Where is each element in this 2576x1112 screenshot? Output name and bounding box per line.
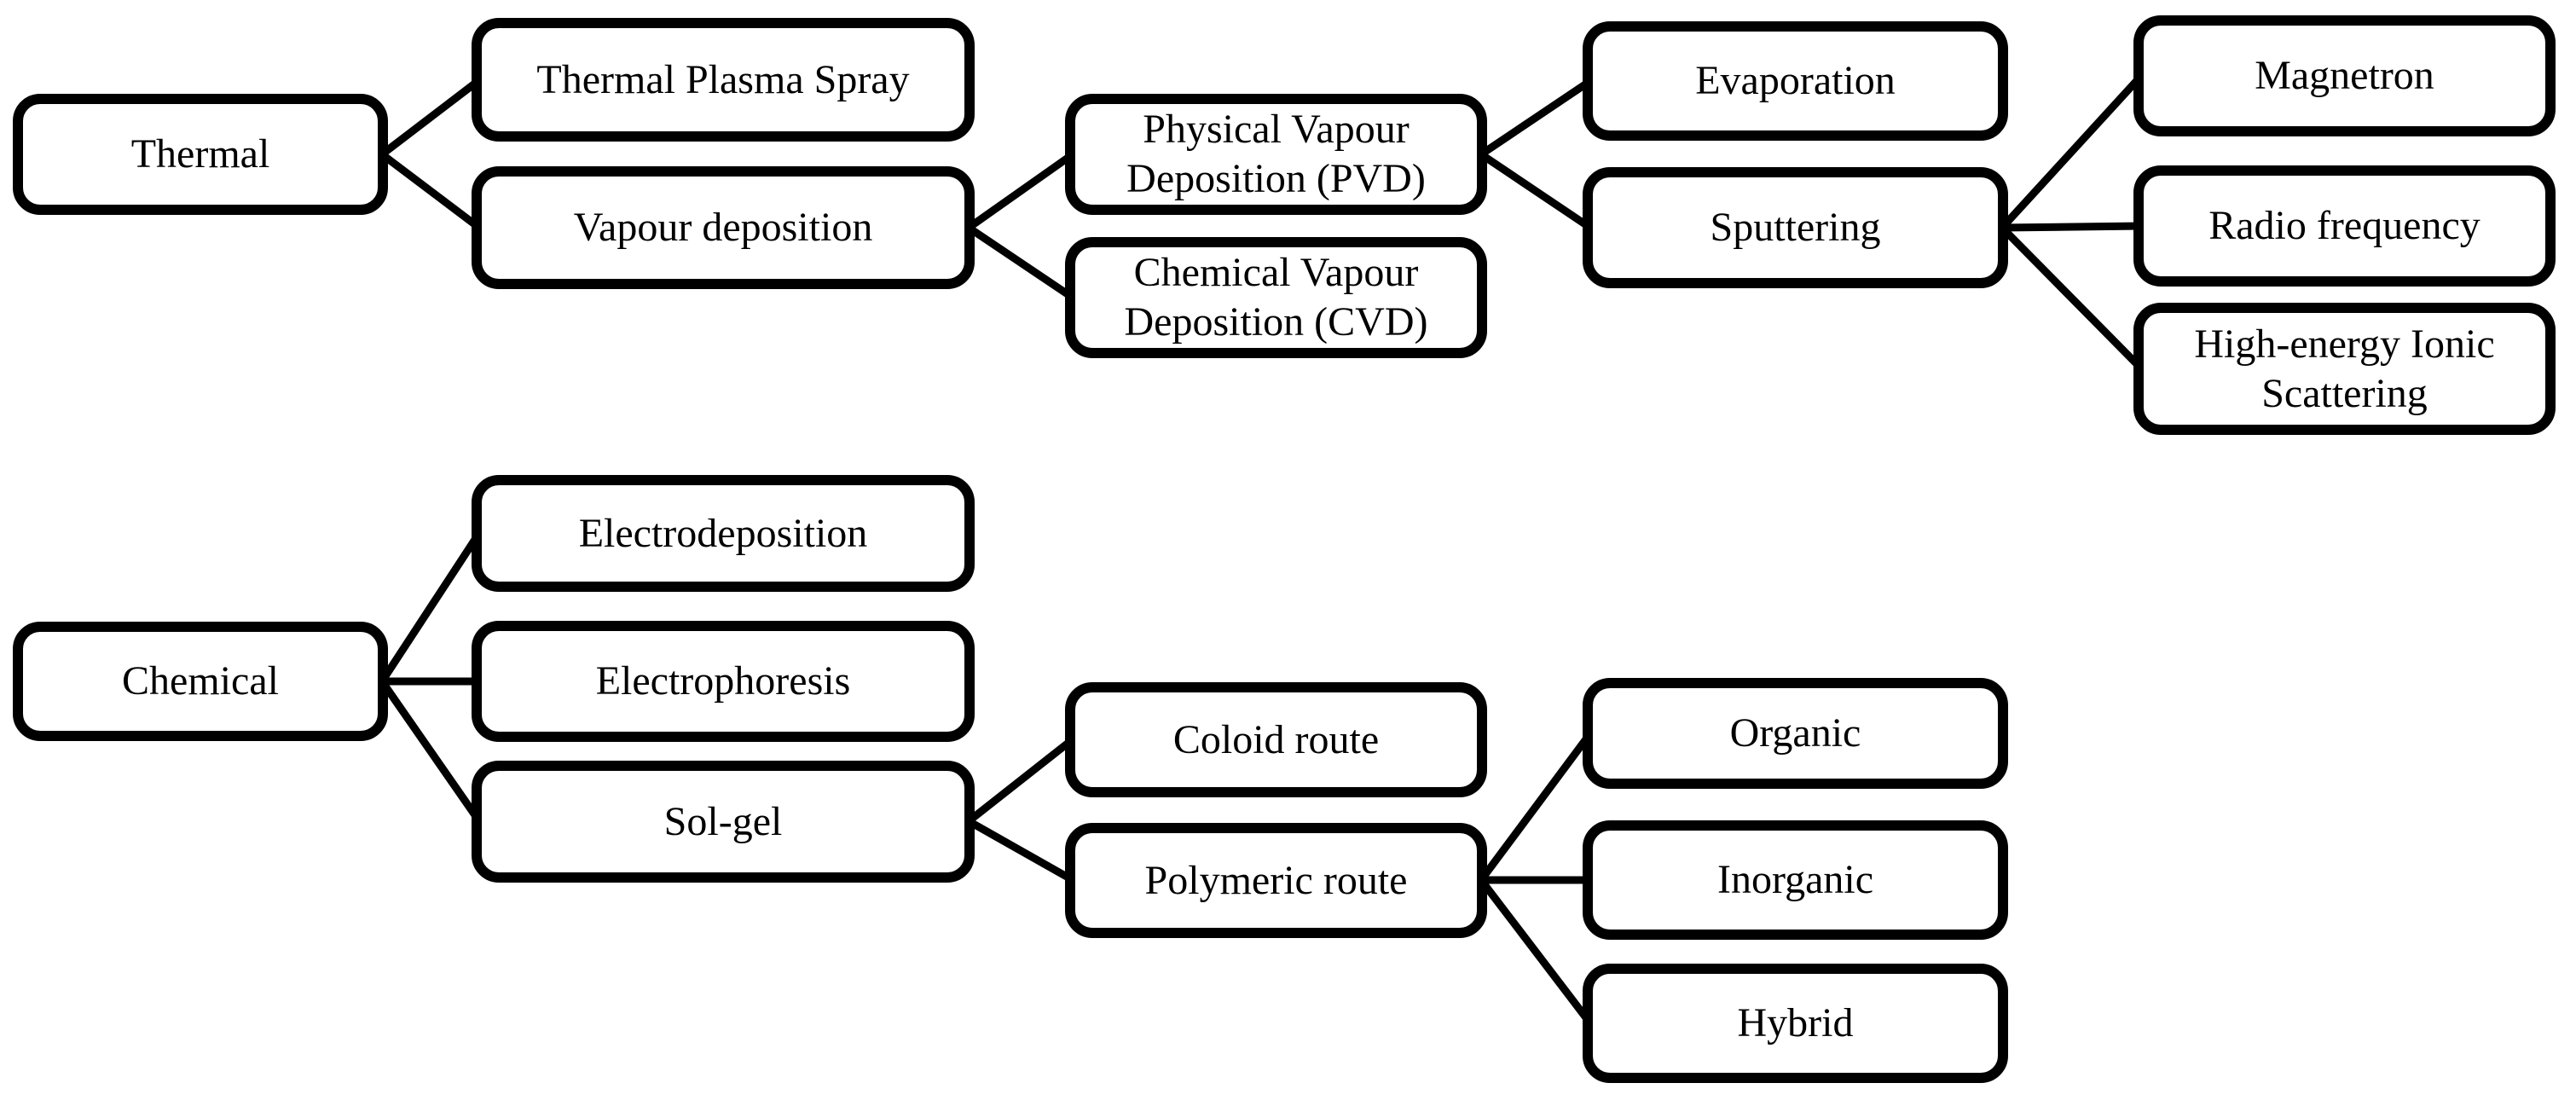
node-hybrid-label: Hybrid (1737, 1000, 1854, 1046)
node-electrodeposition-label: Electrodeposition (578, 510, 868, 556)
connector-polymeric-route-to-hybrid (1478, 877, 1594, 1026)
connector-thermal-to-vapour-deposition (379, 151, 482, 231)
node-electrophoresis-label: Electrophoresis (595, 658, 851, 704)
node-sol-gel: Sol-gel (472, 761, 975, 883)
node-magnetron-label: Magnetron (2255, 53, 2434, 99)
connector-sol-gel-to-polymeric-route (966, 818, 1075, 883)
connector-polymeric-route-to-organic (1478, 731, 1594, 883)
connector-sputtering-to-radio-frequency (2001, 222, 2142, 232)
node-hybrid: Hybrid (1583, 964, 2008, 1083)
node-evaporation-label: Evaporation (1695, 58, 1896, 104)
connector-chemical-to-electrodeposition (379, 530, 483, 684)
node-radio-frequency: Radio frequency (2133, 165, 2556, 287)
node-electrophoresis: Electrophoresis (472, 621, 975, 742)
connector-sputtering-to-magnetron (1999, 72, 2145, 231)
connector-vapour-deposition-to-cvd (966, 224, 1075, 301)
node-vapour-deposition: Vapour deposition (472, 166, 975, 289)
node-thermal-label: Thermal (130, 131, 270, 177)
node-pvd: Physical Vapour Deposition (PVD) (1065, 94, 1487, 215)
node-sol-gel-label: Sol-gel (663, 798, 783, 844)
node-inorganic: Inorganic (1583, 820, 2008, 940)
node-organic-label: Organic (1729, 710, 1861, 756)
node-high-energy-ionic-scattering-label: High-energy Ionic Scattering (2194, 321, 2495, 416)
node-polymeric-route: Polymeric route (1065, 823, 1487, 938)
node-chemical: Chemical (13, 622, 388, 741)
node-thermal: Thermal (13, 94, 388, 215)
node-cvd-label: Chemical Vapour Deposition (CVD) (1124, 250, 1428, 345)
node-high-energy-ionic-scattering: High-energy Ionic Scattering (2133, 303, 2556, 435)
node-organic: Organic (1583, 678, 2008, 789)
node-sputtering: Sputtering (1583, 167, 2008, 288)
connector-sputtering-to-high-energy (1999, 224, 2145, 372)
node-pvd-label: Physical Vapour Deposition (PVD) (1126, 107, 1426, 201)
node-cvd: Chemical Vapour Deposition (CVD) (1065, 237, 1487, 358)
node-chemical-label: Chemical (122, 658, 279, 704)
node-evaporation: Evaporation (1583, 21, 2008, 141)
node-inorganic-label: Inorganic (1716, 857, 1874, 903)
connector-chemical-to-sol-gel (379, 679, 483, 824)
node-thermal-plasma-spray-label: Thermal Plasma Spray (536, 56, 910, 102)
connector-pvd-to-sputtering (1479, 151, 1593, 231)
node-polymeric-route-label: Polymeric route (1144, 857, 1408, 903)
node-coloid-route: Coloid route (1065, 682, 1487, 797)
node-vapour-deposition-label: Vapour deposition (573, 205, 873, 251)
connector-thermal-to-thermal-plasma-spray (379, 77, 482, 158)
node-thermal-plasma-spray: Thermal Plasma Spray (472, 18, 975, 142)
node-coloid-route-label: Coloid route (1172, 716, 1380, 762)
node-sputtering-label: Sputtering (1710, 205, 1881, 251)
node-radio-frequency-label: Radio frequency (2208, 203, 2480, 249)
connector-vapour-deposition-to-pvd (966, 151, 1075, 231)
node-electrodeposition: Electrodeposition (472, 475, 975, 592)
connector-sol-gel-to-coloid-route (966, 736, 1075, 825)
node-magnetron: Magnetron (2133, 15, 2556, 136)
connector-pvd-to-evaporation (1479, 78, 1593, 158)
